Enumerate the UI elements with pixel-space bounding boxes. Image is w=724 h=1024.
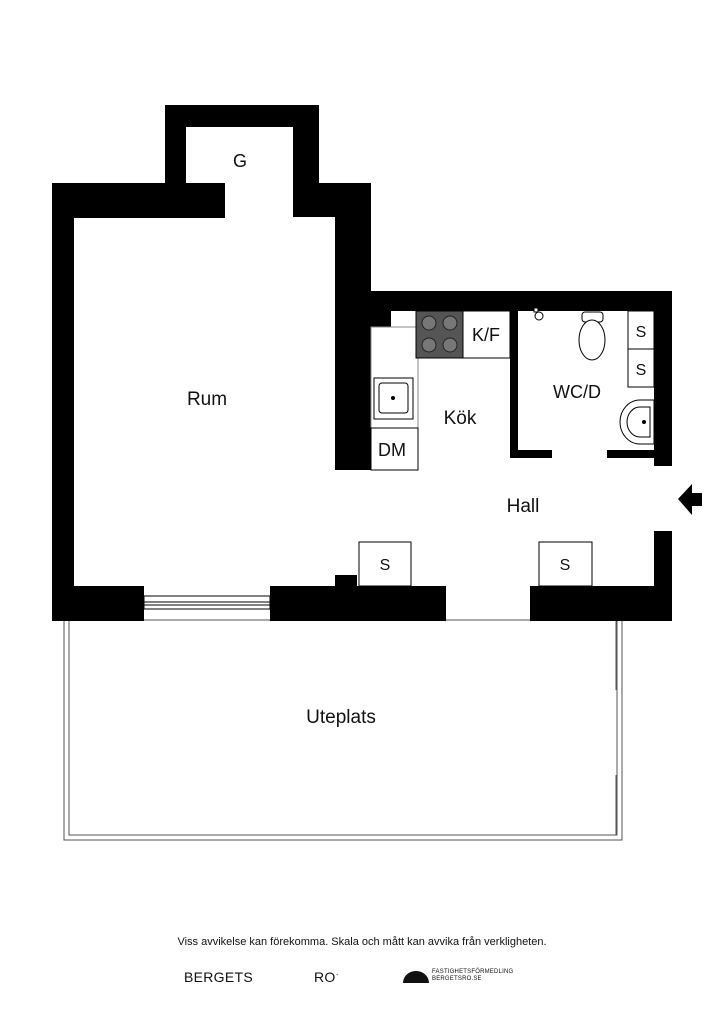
brand-mark: · [335,969,339,979]
hall-storage [358,541,593,587]
label-storage: S [636,362,647,379]
label-rum: Rum [187,389,227,410]
agency-line-2: BERGETSRO.SE [432,976,482,982]
label-wcd: WC/D [553,382,601,402]
shower-tap-icon [533,307,544,321]
label-storage: S [380,557,391,574]
brand-right-text: RO [314,969,336,985]
label-storage: S [560,557,571,574]
brand-left: BERGETS [184,969,254,985]
label-g: G [233,151,247,171]
agency-logo-icon [403,971,429,983]
kitchen-fixtures [370,310,511,471]
terrace-outline [63,619,623,841]
label-kok: Kök [444,408,477,429]
label-hall: Hall [507,496,540,517]
walls [52,105,672,621]
label-dm: DM [378,440,406,460]
disclaimer: Viss avvikelse kan förekomma. Skala och … [177,936,547,948]
entrance-arrow-icon [678,484,702,515]
bathroom-fixtures [533,307,655,445]
window [143,595,271,610]
label-kf: K/F [472,325,500,345]
label-storage: S [636,324,647,341]
agency-line-1: FASTIGHETSFÖRMEDLING [432,969,514,975]
label-uteplats: Uteplats [306,707,376,728]
brand-right: RO· [314,969,339,985]
